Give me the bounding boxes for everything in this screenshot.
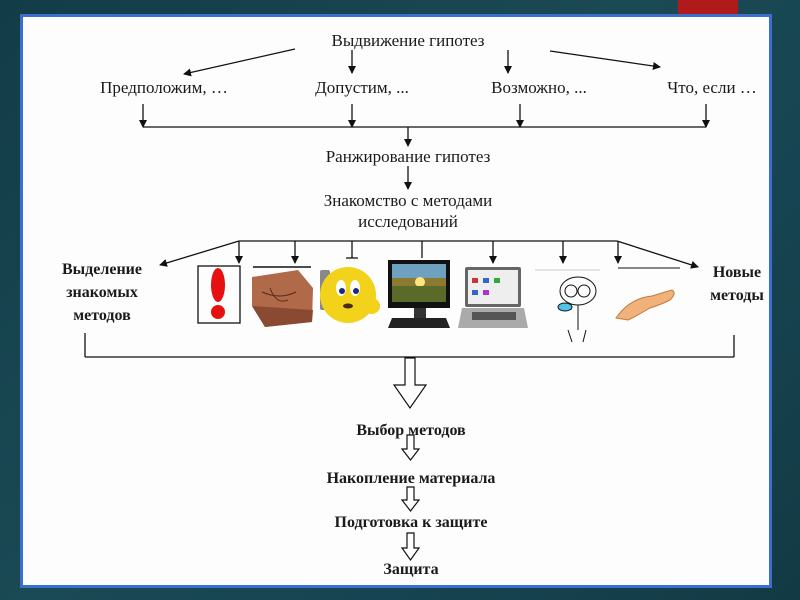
new-methods-line1: Новые <box>712 264 762 281</box>
known-methods-line2: знакомых <box>66 284 138 301</box>
exclamation-icon <box>197 265 241 324</box>
tv-icon <box>388 260 450 328</box>
slide-corner-tab <box>678 0 738 14</box>
node-root: Выдвижение гипотез <box>331 31 485 50</box>
book-icon <box>252 266 313 327</box>
node-ranking: Ранжирование гипотез <box>325 147 491 166</box>
block-arrow-main <box>392 357 428 410</box>
step-defense: Защита <box>383 561 439 578</box>
step-accumulate-material: Накопление материала <box>326 470 496 487</box>
known-methods-line3: методов <box>73 307 131 324</box>
node-hypothesis-2: Допустим, ... <box>315 78 409 97</box>
block-arrow-3 <box>400 532 421 562</box>
arrow-to-new <box>616 240 699 269</box>
stick-figure-icon <box>535 269 600 343</box>
arrow-root-to-h1 <box>183 48 296 77</box>
block-arrow-1 <box>400 434 421 461</box>
laptop-icon <box>458 267 528 328</box>
step-prepare-defense: Подготовка к защите <box>334 514 488 531</box>
node-hypothesis-4: Что, если … <box>667 78 757 97</box>
node-hypothesis-3: Возможно, ... <box>491 78 587 97</box>
hand-icon <box>615 267 680 321</box>
node-methods-line2: исследований <box>358 212 458 231</box>
block-arrow-2 <box>400 486 421 512</box>
arrow-root-to-h4 <box>549 50 661 70</box>
arrow-to-known <box>159 240 240 267</box>
phone-smiley-icon <box>320 267 380 323</box>
step-choose-methods: Выбор методов <box>356 422 466 439</box>
node-hypothesis-1: Предположим, … <box>100 78 228 97</box>
node-methods-line1: Знакомство с методами <box>323 191 493 210</box>
new-methods-line2: методы <box>710 287 764 304</box>
known-methods-line1: Выделение <box>62 261 142 278</box>
